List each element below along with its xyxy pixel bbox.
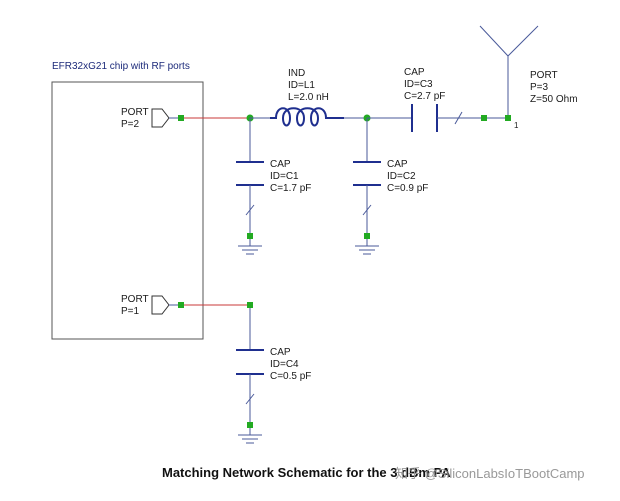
c1-type: CAP (270, 159, 291, 170)
c3-id: ID=C3 (404, 79, 433, 90)
c4-value: C=0.5 pF (270, 371, 311, 382)
c2-value: C=0.9 pF (387, 183, 428, 194)
port-p1[interactable]: PORT P=1 (121, 294, 184, 317)
port-p3-antenna[interactable]: 1 PORT P=3 Z=50 Ohm (479, 25, 578, 130)
inductor-id: ID=L1 (288, 80, 315, 91)
antenna-arm-left (479, 25, 509, 57)
port-p2[interactable]: PORT P=2 (121, 107, 184, 130)
c1-ground-node (247, 233, 253, 239)
chip-label: EFR32xG21 chip with RF ports (52, 61, 190, 72)
chip-box[interactable] (51, 81, 204, 340)
inductor-type: IND (288, 68, 305, 79)
port-p1-number: P=1 (121, 306, 140, 317)
port-p3-impedance: Z=50 Ohm (530, 94, 578, 105)
capacitor-c4[interactable]: CAP ID=C4 C=0.5 pF (236, 308, 311, 428)
inductor-value: L=2.0 nH (288, 92, 329, 103)
c3-value: C=2.7 pF (404, 91, 445, 102)
c4-type: CAP (270, 347, 291, 358)
c4-id: ID=C4 (270, 359, 299, 370)
junction-node-3 (247, 302, 253, 308)
port-p2-node (178, 115, 184, 121)
port-p3-pin: 1 (514, 121, 519, 130)
ground-icon (238, 428, 262, 444)
ground-icon (355, 239, 379, 255)
port-p2-name: PORT (121, 107, 149, 118)
c2-ground-node (364, 233, 370, 239)
port-p1-node (178, 302, 184, 308)
port-p3-number: P=3 (530, 82, 549, 93)
port-p2-number: P=2 (121, 119, 140, 130)
port-p3-node (505, 115, 511, 121)
port-p2-symbol (151, 108, 170, 128)
capacitor-c1[interactable]: CAP ID=C1 C=1.7 pF (236, 118, 311, 239)
c2-type: CAP (387, 159, 408, 170)
capacitor-c3[interactable]: CAP ID=C3 C=2.7 pF (404, 67, 445, 132)
inductor-coil (270, 107, 344, 127)
schematic-caption: Matching Network Schematic for the 3 dBm… (162, 465, 451, 480)
port-p3-name: PORT (530, 70, 558, 81)
inductor-l1[interactable]: IND ID=L1 L=2.0 nH (270, 68, 344, 127)
c4-ground-node (247, 422, 253, 428)
port-p1-symbol (151, 295, 170, 315)
node-c3-out (481, 115, 487, 121)
ground-icon (238, 239, 262, 255)
port-p1-name: PORT (121, 294, 149, 305)
c3-type: CAP (404, 67, 425, 78)
capacitor-c2[interactable]: CAP ID=C2 C=0.9 pF (353, 118, 428, 239)
c1-value: C=1.7 pF (270, 183, 311, 194)
antenna-arm-right (507, 25, 539, 57)
watermark: 知乎 @SiliconLabsIoTBootCamp (395, 466, 585, 481)
c1-id: ID=C1 (270, 171, 299, 182)
c2-id: ID=C2 (387, 171, 416, 182)
